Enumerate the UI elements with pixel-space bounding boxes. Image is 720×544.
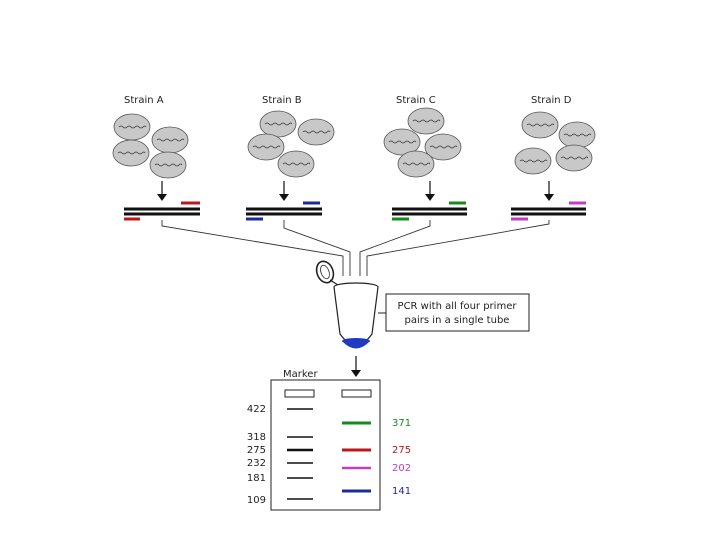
pcr-caption-box: PCR with all four primer pairs in a sing… (378, 293, 530, 332)
pcr-caption-line1: PCR with all four primer (398, 301, 518, 312)
strain-b-group: Strain B (246, 95, 335, 221)
strain-b-cells (247, 110, 335, 178)
strain-a-cells (112, 113, 189, 179)
strain-d-label: Strain D (531, 95, 572, 106)
marker-size-label: 318 (247, 432, 266, 443)
marker-size-label: 422 (247, 404, 266, 415)
marker-well (284, 389, 315, 398)
strain-a-label: Strain A (124, 95, 164, 106)
strain-b-label: Strain B (262, 95, 302, 106)
marker-ladder: 422 318 275 232 181 109 (247, 404, 313, 506)
marker-size-label: 275 (247, 445, 266, 456)
marker-size-label: 232 (247, 458, 266, 469)
strain-d-group: Strain D (511, 95, 596, 221)
gel: Marker 422 318 275 232 181 109 371 275 2… (247, 369, 411, 511)
marker-label: Marker (283, 369, 318, 380)
strain-c-dna (392, 201, 467, 221)
strain-d-dna (511, 201, 586, 221)
sample-well (341, 389, 372, 398)
marker-size-label: 109 (247, 495, 266, 506)
tube-body (333, 286, 379, 346)
marker-size-label: 181 (247, 473, 266, 484)
pcr-tube (315, 260, 379, 349)
strain-c-group: Strain C (383, 95, 467, 221)
converging-lines (161, 220, 550, 276)
sample-band-label-275: 275 (392, 445, 411, 456)
strain-c-label: Strain C (396, 95, 436, 106)
gel-frame (270, 379, 381, 511)
strain-d-cells (514, 111, 596, 175)
strain-a-dna (124, 201, 200, 221)
sample-band-label-202: 202 (392, 463, 411, 474)
strain-c-cells (383, 107, 462, 178)
strain-b-dna (246, 201, 322, 221)
pcr-caption-line2: pairs in a single tube (405, 315, 510, 326)
sample-band-label-371: 371 (392, 418, 411, 429)
strain-a-group: Strain A (112, 95, 200, 221)
sample-band-label-141: 141 (392, 486, 411, 497)
sample-lane: 371 275 202 141 (342, 418, 411, 497)
